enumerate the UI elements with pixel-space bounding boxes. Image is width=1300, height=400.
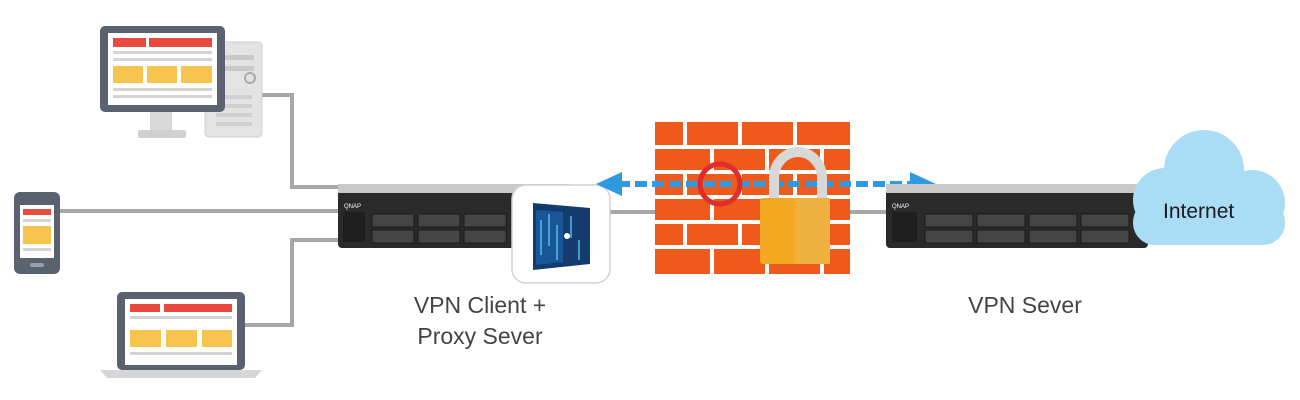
laptop-icon	[100, 292, 262, 378]
vpn-client-label-line1: VPN Client +	[413, 292, 547, 318]
monitor-stand	[150, 110, 172, 132]
nas-brand-label-client: QNAP	[344, 204, 361, 210]
laptop-wire	[245, 238, 345, 327]
connection-wires	[60, 93, 890, 327]
desktop-wire	[262, 93, 345, 189]
server-nas-server-icon: QNAP	[886, 184, 1148, 248]
vpn-client-label-line2: Proxy Sever	[417, 323, 543, 349]
vpn-server-label: VPN Sever	[968, 292, 1082, 318]
vpn-app-icon	[511, 184, 611, 284]
arrow-left-head	[596, 172, 622, 196]
cloud-icon	[1133, 130, 1285, 245]
padlock-icon	[760, 147, 830, 264]
blocked-circle-icon	[697, 161, 743, 207]
nas-brand-label-server: QNAP	[892, 204, 909, 210]
power-icon	[244, 72, 256, 84]
desktop-computer-icon	[100, 26, 263, 138]
smartphone-icon	[14, 192, 60, 274]
internet-label: Internet	[1163, 200, 1235, 223]
vpn-client-proxy-label: VPN Client + Proxy Sever	[385, 290, 575, 352]
